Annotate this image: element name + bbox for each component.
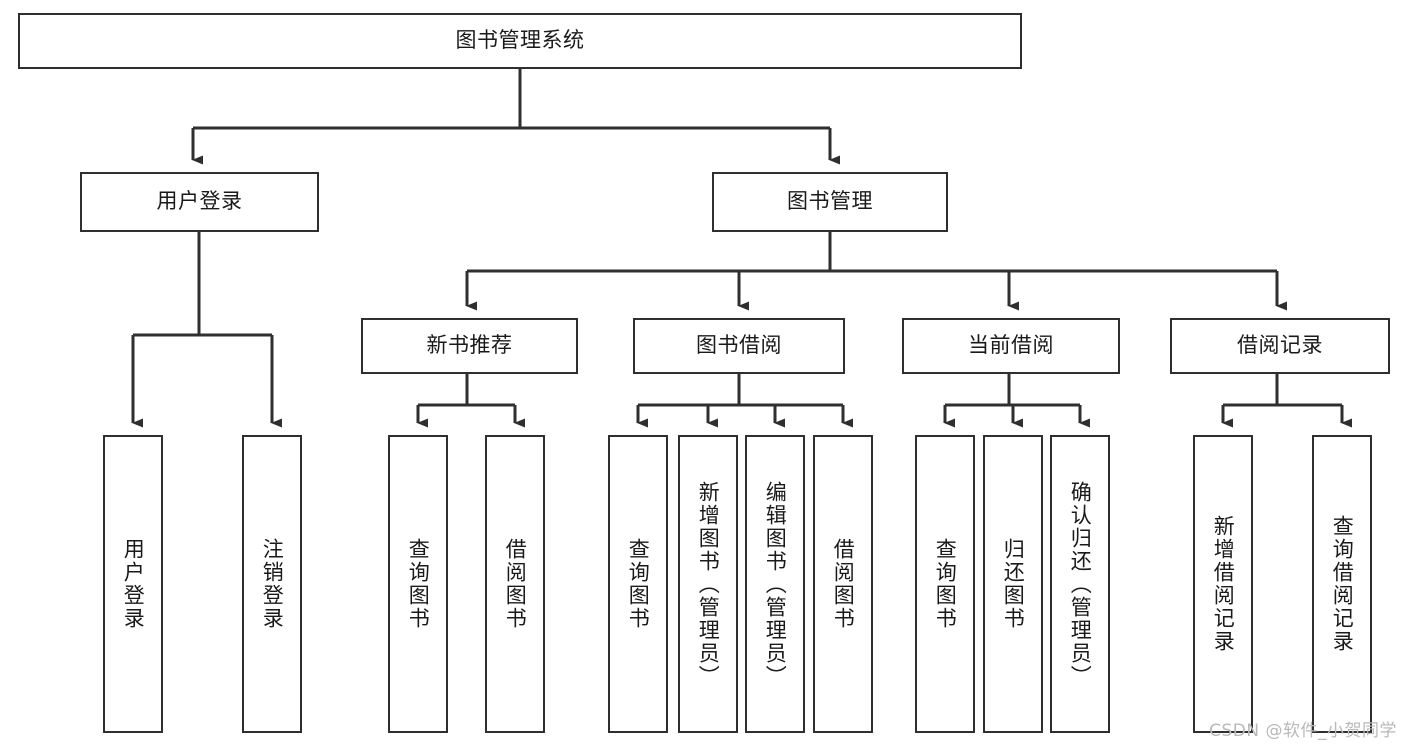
- node-root[interactable]: 图书管理系统: [18, 13, 1022, 69]
- node-book-management[interactable]: 图书管理: [712, 172, 948, 232]
- node-new-book-recommend-label: 新书推荐: [426, 333, 513, 358]
- node-leaf-user-logout-label: 注销登录: [260, 538, 285, 630]
- node-leaf-edit-book-admin[interactable]: 编辑图书（管理员）: [745, 435, 805, 733]
- node-leaf-query-book-recommend-label: 查询图书: [406, 538, 431, 630]
- node-leaf-add-borrow-record[interactable]: 新增借阅记录: [1193, 435, 1253, 733]
- node-book-borrow[interactable]: 图书借阅: [633, 318, 845, 374]
- node-leaf-query-borrow-record[interactable]: 查询借阅记录: [1312, 435, 1372, 733]
- node-leaf-query-borrow-record-label: 查询借阅记录: [1330, 515, 1355, 653]
- node-leaf-return-book[interactable]: 归还图书: [983, 435, 1043, 733]
- node-new-book-recommend[interactable]: 新书推荐: [361, 318, 578, 374]
- node-leaf-user-login[interactable]: 用户登录: [103, 435, 163, 733]
- node-leaf-user-logout[interactable]: 注销登录: [242, 435, 302, 733]
- node-leaf-borrow-book-label: 借阅图书: [831, 538, 856, 630]
- node-leaf-return-book-label: 归还图书: [1001, 538, 1026, 630]
- node-leaf-query-book-borrow[interactable]: 查询图书: [608, 435, 668, 733]
- node-leaf-query-book-current-label: 查询图书: [933, 538, 958, 630]
- node-leaf-add-book-admin[interactable]: 新增图书（管理员）: [678, 435, 738, 733]
- node-leaf-confirm-return-admin-label: 确认归还（管理员）: [1068, 480, 1093, 688]
- node-leaf-query-book-current[interactable]: 查询图书: [915, 435, 975, 733]
- node-borrow-record-label: 借阅记录: [1237, 333, 1323, 358]
- node-leaf-query-book-borrow-label: 查询图书: [626, 538, 651, 630]
- node-user-login-label: 用户登录: [156, 189, 243, 214]
- watermark-text: CSDN @软件_小贺同学: [1209, 721, 1397, 741]
- node-leaf-borrow-book-recommend[interactable]: 借阅图书: [485, 435, 545, 733]
- node-leaf-edit-book-admin-label: 编辑图书（管理员）: [763, 480, 788, 688]
- node-book-management-label: 图书管理: [787, 189, 873, 214]
- node-user-login[interactable]: 用户登录: [80, 172, 319, 232]
- node-current-borrow-label: 当前借阅: [968, 333, 1054, 358]
- node-current-borrow[interactable]: 当前借阅: [902, 318, 1120, 374]
- node-root-label: 图书管理系统: [455, 28, 585, 53]
- node-leaf-confirm-return-admin[interactable]: 确认归还（管理员）: [1050, 435, 1110, 733]
- node-book-borrow-label: 图书借阅: [696, 333, 782, 358]
- node-leaf-add-book-admin-label: 新增图书（管理员）: [696, 480, 721, 688]
- node-leaf-user-login-label: 用户登录: [121, 538, 146, 630]
- node-leaf-borrow-book[interactable]: 借阅图书: [813, 435, 873, 733]
- node-leaf-borrow-book-recommend-label: 借阅图书: [503, 538, 528, 630]
- node-leaf-query-book-recommend[interactable]: 查询图书: [388, 435, 448, 733]
- node-borrow-record[interactable]: 借阅记录: [1170, 318, 1390, 374]
- node-leaf-add-borrow-record-label: 新增借阅记录: [1211, 515, 1236, 653]
